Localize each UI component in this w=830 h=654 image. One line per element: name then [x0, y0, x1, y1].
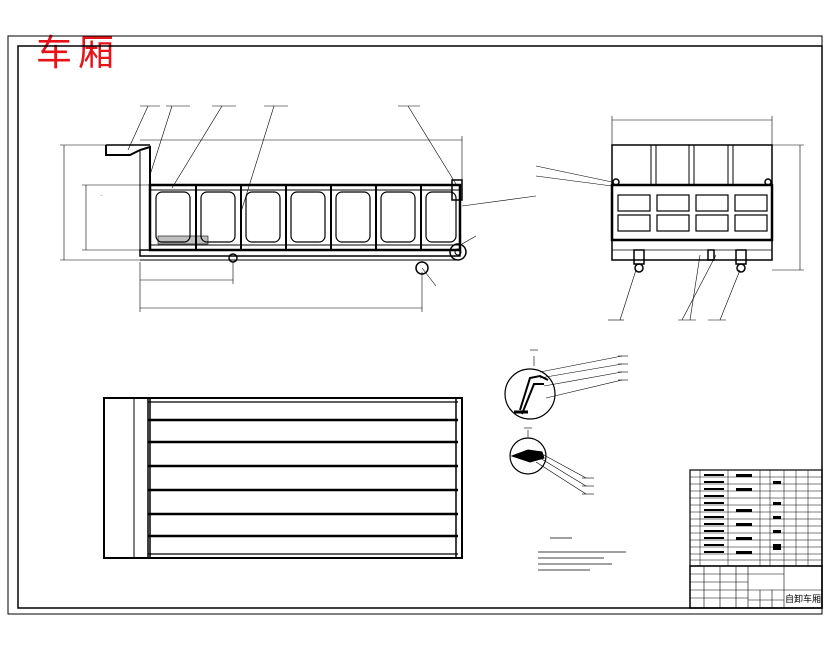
parts-list: [689, 469, 823, 567]
plan-view: [103, 397, 463, 559]
title-block: 自卸车厢: [689, 565, 823, 609]
title-block-name: 自卸车厢: [785, 593, 821, 605]
technical-notes: [538, 537, 626, 571]
detail-b: [509, 427, 594, 495]
side-view: —: [60, 105, 537, 312]
end-view: [535, 116, 804, 321]
svg-text:—: —: [100, 193, 103, 197]
drawing-title: 车厢: [36, 33, 121, 74]
inner-frame: [17, 45, 823, 609]
detail-a: [504, 349, 628, 420]
